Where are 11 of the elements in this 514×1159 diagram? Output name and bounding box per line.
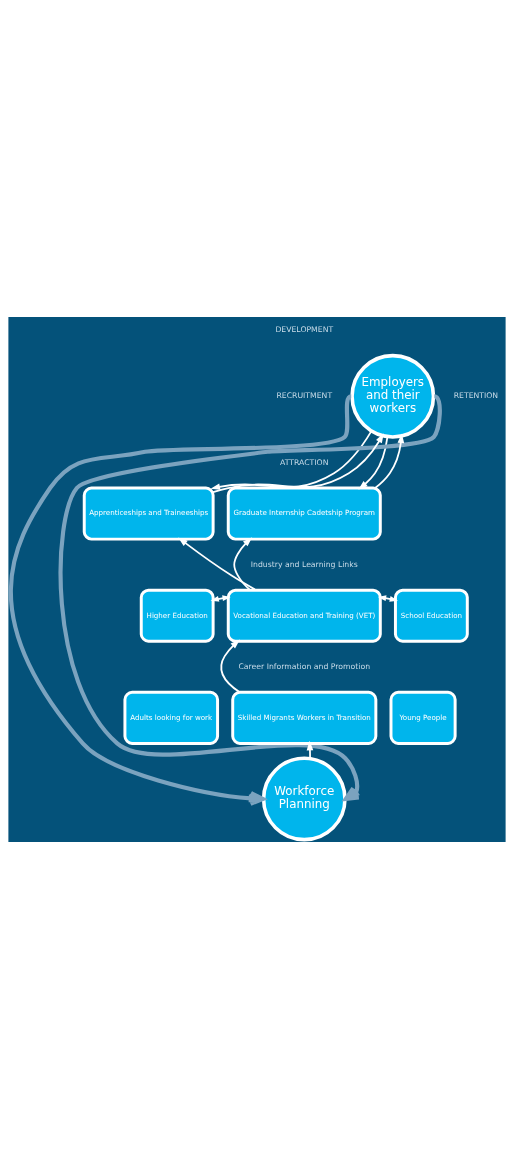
arrow	[233, 537, 253, 592]
arrow	[358, 435, 389, 490]
arrow	[306, 740, 314, 760]
arrow	[212, 433, 384, 493]
node-circle: Employers and their workers	[350, 353, 436, 439]
arrow	[210, 430, 373, 490]
arrow	[220, 639, 241, 694]
arrow	[58, 395, 442, 802]
node-circle: Workforce Planning	[261, 756, 347, 842]
arrow	[178, 537, 258, 592]
arrow	[374, 433, 405, 489]
